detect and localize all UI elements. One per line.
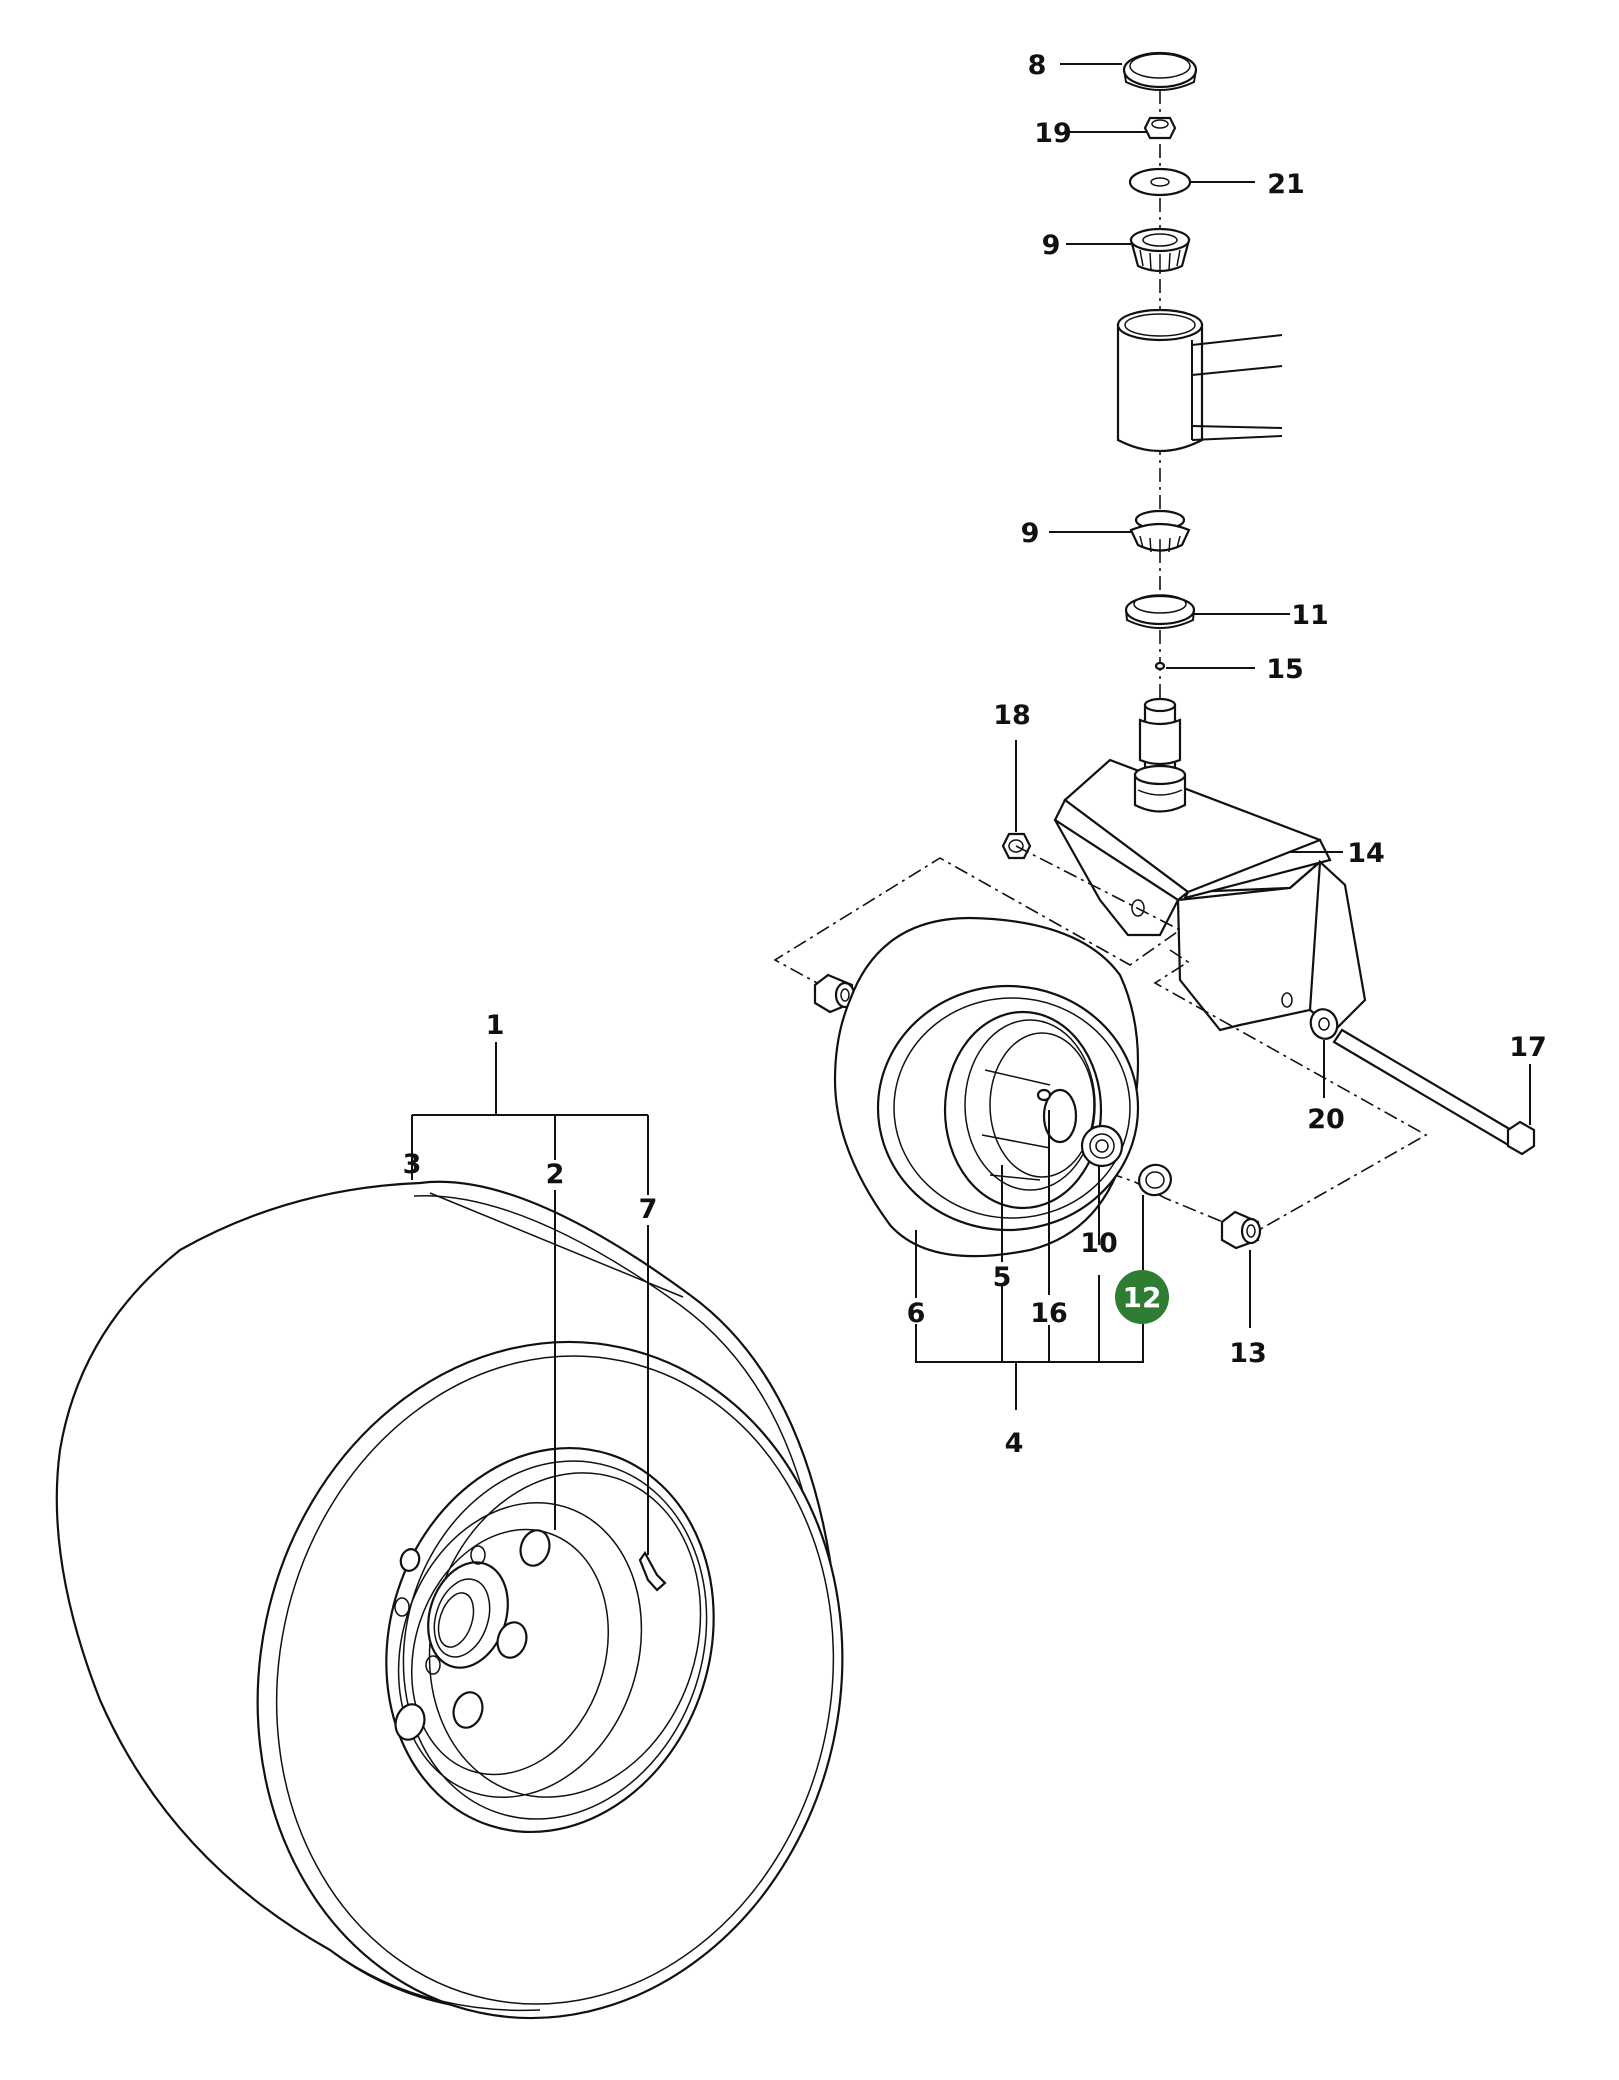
seal-part [1124, 594, 1196, 629]
label-1: 1 [486, 1010, 505, 1041]
bolt-part [1332, 1028, 1536, 1156]
dust-cap-part [1122, 51, 1198, 91]
label-3: 3 [403, 1149, 422, 1180]
label-14: 14 [1347, 838, 1385, 869]
label-9-upper: 9 [1042, 230, 1061, 261]
label-16: 16 [1030, 1298, 1068, 1329]
spacer-bushing-part [813, 973, 856, 1014]
assembly-dash-line [773, 845, 1182, 991]
small-wheel-part [833, 916, 1140, 1258]
label-15: 15 [1266, 654, 1304, 685]
label-2: 2 [546, 1159, 565, 1190]
pivot-tube [1116, 308, 1283, 453]
washer-part [1128, 167, 1192, 197]
label-20: 20 [1307, 1104, 1345, 1135]
label-10: 10 [1080, 1228, 1118, 1259]
label-5: 5 [993, 1262, 1012, 1293]
grease-fitting-part [1154, 661, 1166, 671]
label-4: 4 [1005, 1428, 1024, 1459]
nut-part [1143, 116, 1177, 140]
label-21: 21 [1267, 169, 1305, 200]
lower-bearing-part [1129, 509, 1191, 553]
label-6: 6 [907, 1298, 926, 1329]
label-13: 13 [1229, 1338, 1267, 1369]
large-wheel-part [55, 1180, 844, 2020]
highlighted-part-callout[interactable]: 12 [1115, 1270, 1169, 1324]
right-spacer-part [1220, 1210, 1262, 1250]
label-11: 11 [1291, 600, 1329, 631]
label-18: 18 [993, 700, 1031, 731]
wheel-seal-part [1138, 1163, 1172, 1197]
axle-washer-part [1309, 1008, 1339, 1040]
assembly-dash-line [1153, 949, 1428, 1236]
caster-fork-part [1053, 758, 1367, 1032]
wheel-bearing-part [1080, 1124, 1124, 1168]
label-17: 17 [1509, 1032, 1547, 1063]
label-9-lower: 9 [1021, 518, 1040, 549]
label-8: 8 [1028, 50, 1047, 81]
label-7: 7 [639, 1194, 658, 1225]
label-19: 19 [1034, 118, 1072, 149]
upper-bearing-part [1129, 227, 1191, 273]
highlight-badge[interactable] [1115, 1270, 1169, 1324]
spindle-part [1133, 697, 1187, 813]
label-12: 12 [1123, 1281, 1162, 1314]
